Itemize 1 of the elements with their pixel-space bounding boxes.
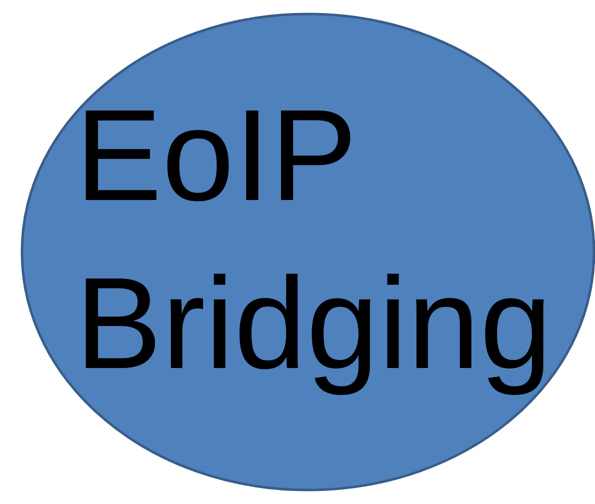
ellipse-node: EoIP Bridging: [20, 12, 595, 492]
